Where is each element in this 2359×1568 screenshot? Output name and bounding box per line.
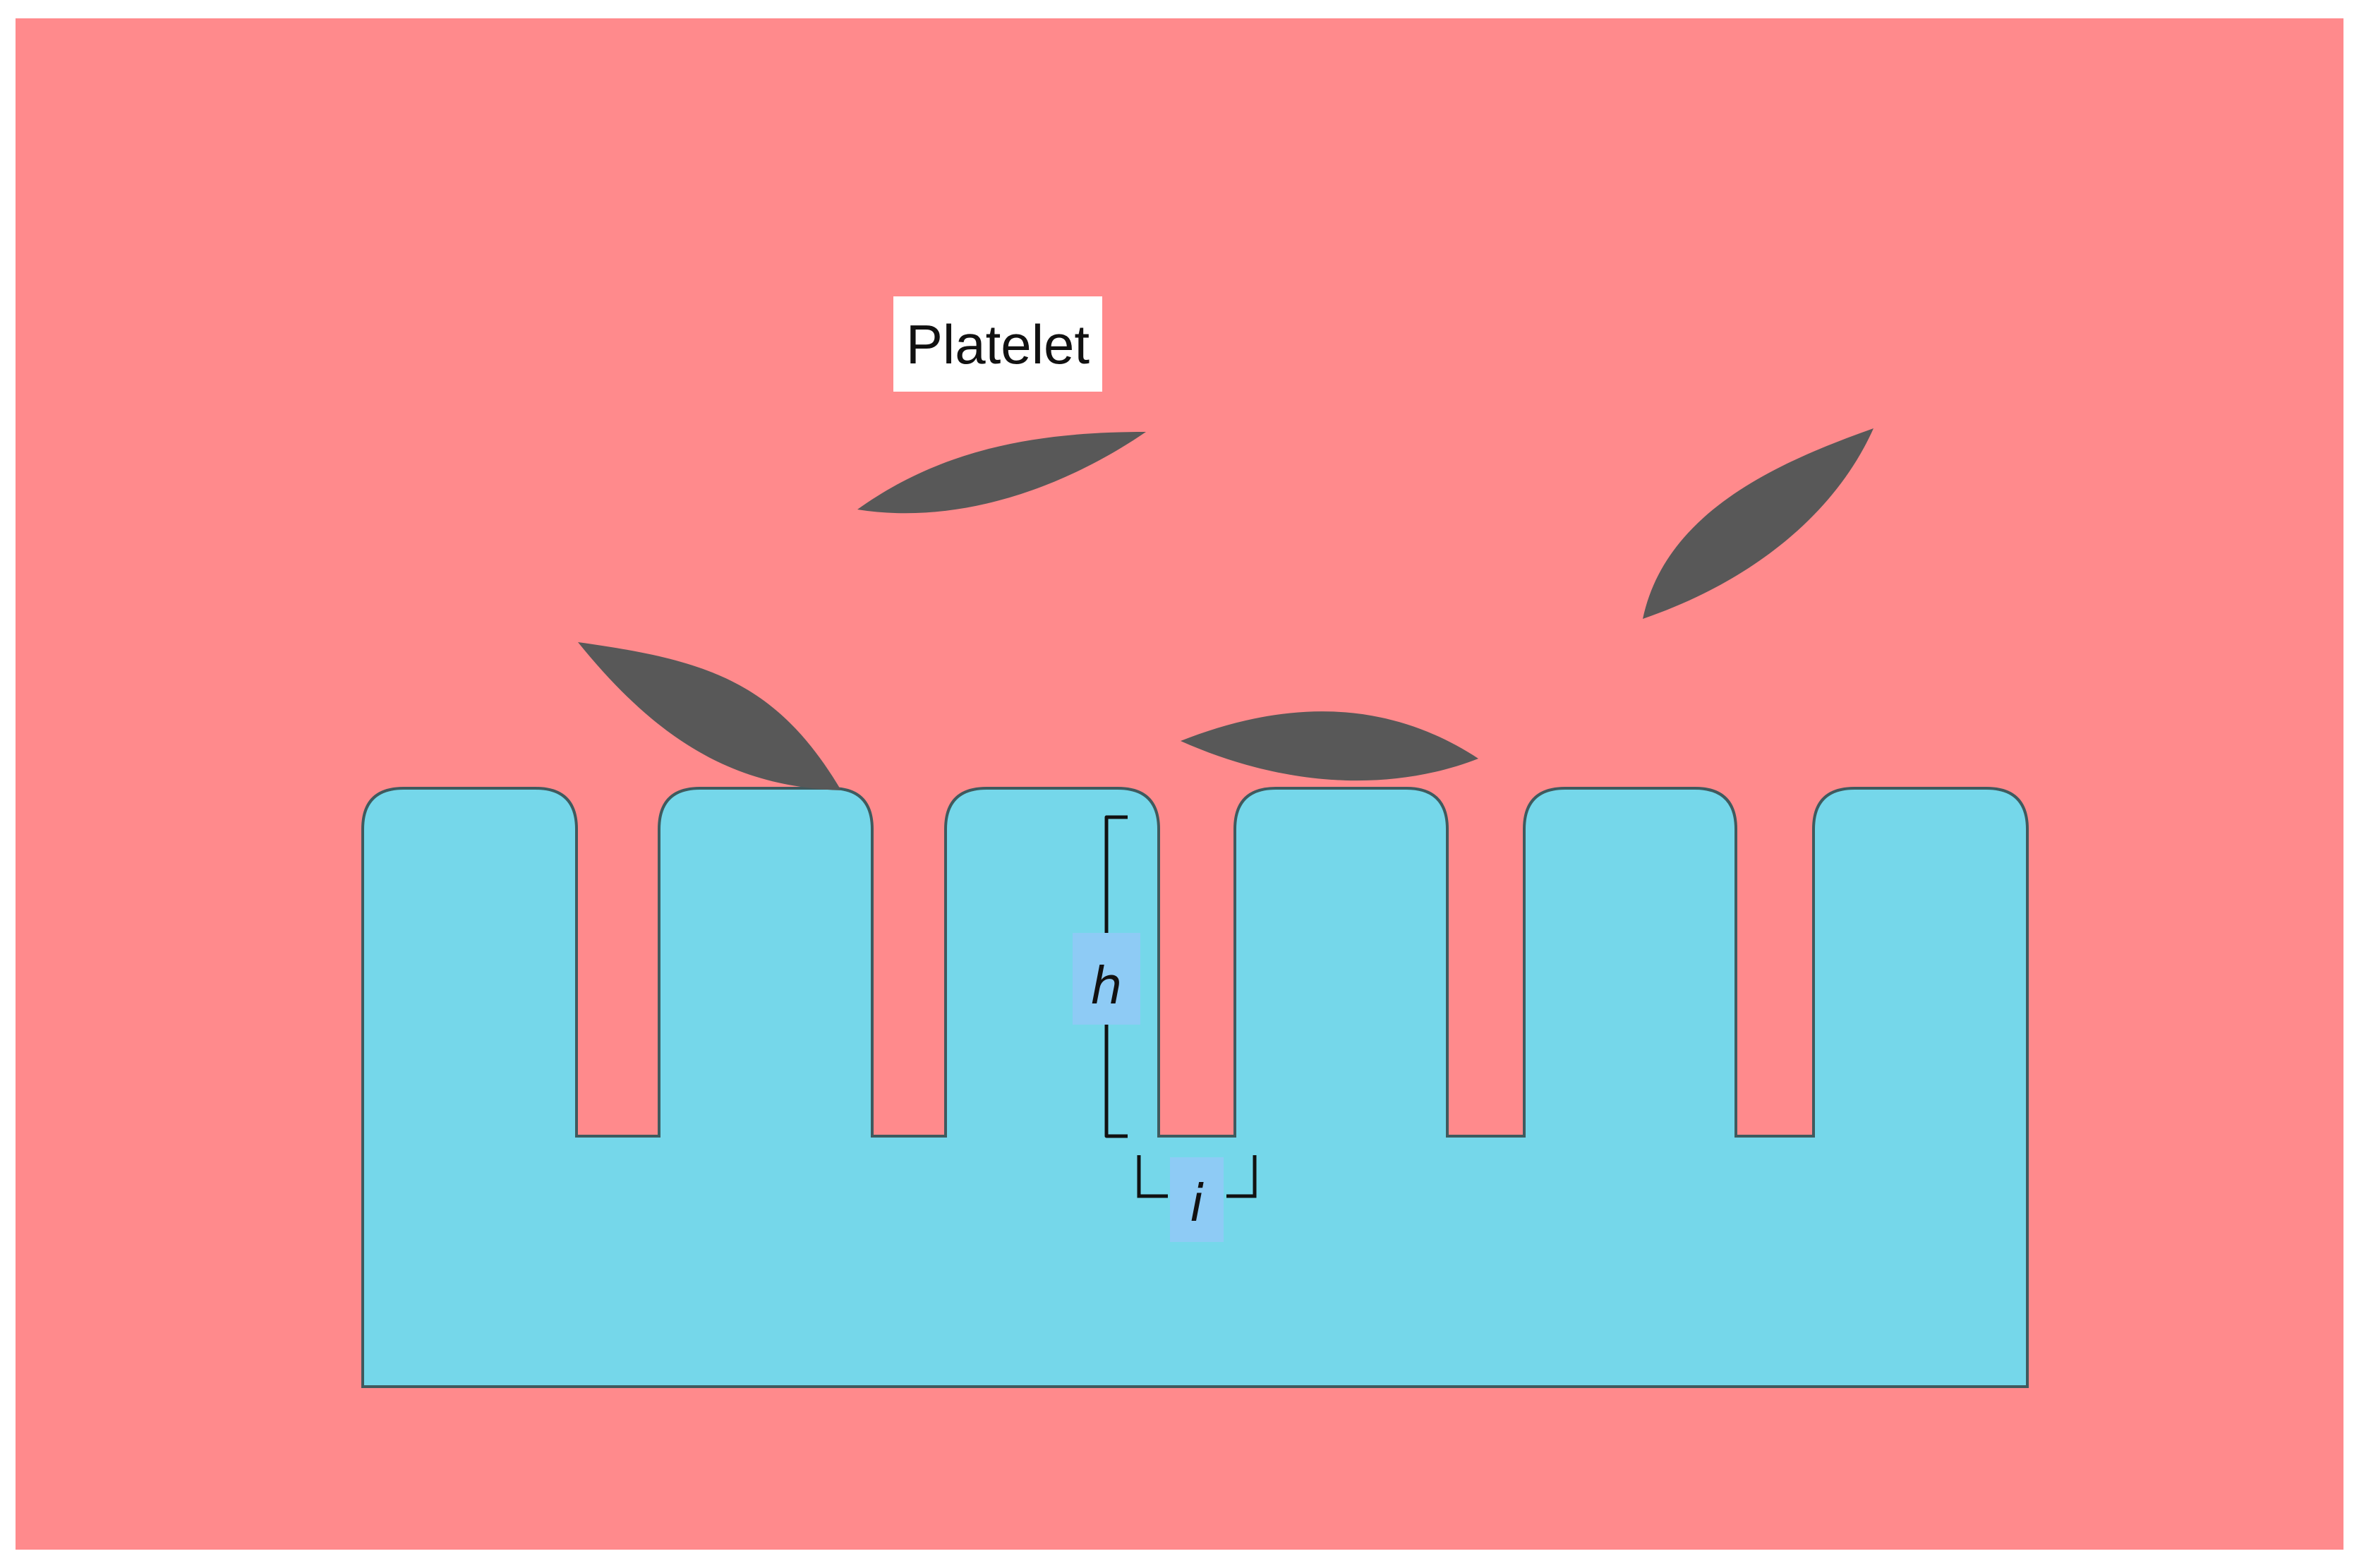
platelet-on-middle-pillar xyxy=(1181,711,1478,781)
spacing-label: i xyxy=(1190,1174,1204,1233)
platelet-on-left-pillar xyxy=(578,642,841,790)
platelet-label-box xyxy=(893,296,1102,392)
height-label-box xyxy=(1073,933,1140,1025)
platelet-label: Platelet xyxy=(906,313,1090,375)
platelet-top-right xyxy=(1643,428,1874,619)
pillared-substrate xyxy=(361,787,2029,1388)
spacing-label-box xyxy=(1170,1157,1224,1242)
spacing-bracket-left xyxy=(1137,1155,1168,1198)
platelet-top-center xyxy=(857,432,1146,514)
height-label: h xyxy=(1090,956,1123,1015)
spacing-bracket-right xyxy=(1226,1155,1257,1198)
